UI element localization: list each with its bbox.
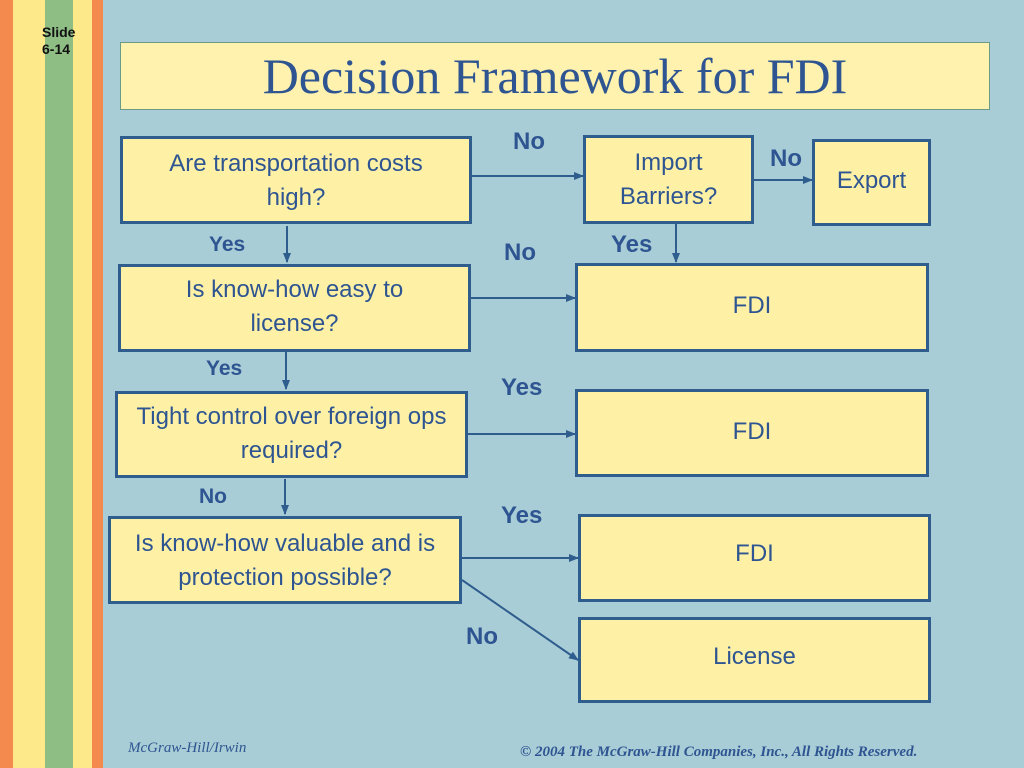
node-license: License: [578, 617, 931, 703]
node-export-label: Export: [836, 167, 907, 194]
edge-label-valuable-yes: Yes: [501, 502, 543, 529]
stripe-orange-right: [92, 0, 103, 768]
title-box: Decision Framework for FDI: [120, 42, 990, 110]
slide-title: Decision Framework for FDI: [262, 48, 848, 104]
edge-label-transport-yes: Yes: [209, 233, 246, 256]
edge-label-knowhow-no: No: [504, 239, 536, 266]
node-fdi-3-label: FDI: [735, 540, 774, 567]
node-tight-control: Tight control over foreign ops required?: [115, 391, 468, 478]
footer-publisher: McGraw-Hill/Irwin: [128, 740, 247, 756]
stripe-yellow-1: [13, 0, 27, 768]
node-import-barriers-label: Import Barriers?: [619, 149, 718, 210]
stripe-green-main: [45, 0, 73, 768]
stripe-orange-left: [0, 0, 13, 768]
node-fdi-1-label: FDI: [732, 292, 772, 319]
edge-label-knowhow-yes: Yes: [206, 357, 243, 380]
slide-number: Slide 6-14: [42, 24, 76, 57]
node-knowhow-license: Is know-how easy to license?: [118, 264, 471, 352]
edge-label-valuable-no: No: [466, 623, 498, 650]
node-tight-control-label: Tight control over foreign ops required?: [136, 403, 447, 464]
node-fdi-3: FDI: [578, 514, 931, 602]
node-fdi-1: FDI: [575, 263, 929, 352]
node-knowhow-license-label: Is know-how easy to license?: [185, 276, 404, 337]
node-knowhow-valuable: Is know-how valuable and is protection p…: [108, 516, 462, 604]
node-export: Export: [812, 139, 931, 226]
edge-label-import-no: No: [770, 145, 802, 172]
node-transport-costs: Are transportation costs high?: [120, 136, 472, 224]
edge-label-import-yes: Yes: [611, 231, 653, 258]
node-fdi-2: FDI: [575, 389, 929, 477]
arrow-valuable-to-license: [461, 579, 579, 661]
node-knowhow-valuable-label: Is know-how valuable and is protection p…: [134, 530, 436, 591]
node-import-barriers: Import Barriers?: [583, 135, 754, 224]
stripe-green: [27, 0, 45, 768]
node-license-label: License: [713, 643, 796, 670]
edge-label-transport-no: No: [513, 128, 545, 155]
stripe-yellow-2: [73, 0, 92, 768]
footer-copyright: © 2004 The McGraw-Hill Companies, Inc., …: [520, 744, 918, 760]
node-transport-costs-label: Are transportation costs high?: [169, 150, 423, 211]
edge-label-control-yes: Yes: [501, 374, 543, 401]
node-fdi-2-label: FDI: [732, 418, 772, 445]
edge-label-control-no: No: [199, 485, 227, 508]
